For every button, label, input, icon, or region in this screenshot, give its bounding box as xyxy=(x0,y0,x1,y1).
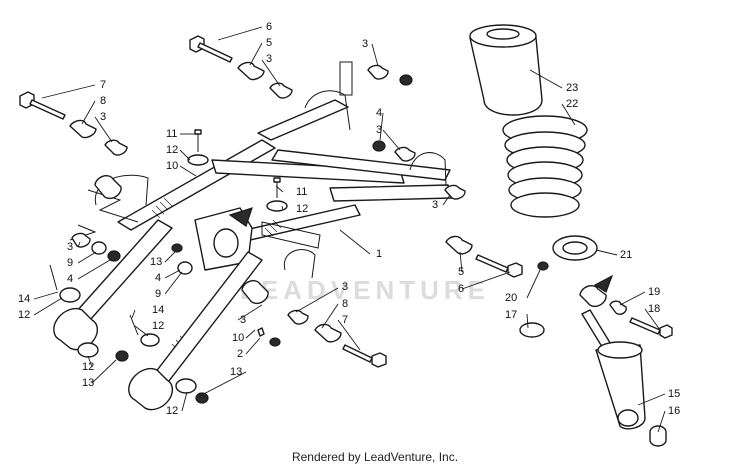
callout-11: 11 xyxy=(166,128,177,140)
callout-7: 7 xyxy=(100,79,106,91)
left-hardware-stack xyxy=(49,232,209,404)
callout-10: 10 xyxy=(166,160,178,172)
rear-bolt-assembly-left xyxy=(19,91,128,156)
callout-6: 6 xyxy=(266,21,272,33)
shock-bushing xyxy=(649,425,667,447)
callout-18: 18 xyxy=(648,303,660,315)
callout-3: 3 xyxy=(362,38,368,50)
upper-bolt-assembly-left xyxy=(189,35,293,99)
callout-12: 12 xyxy=(296,203,308,215)
callout-11: 11 xyxy=(296,186,307,198)
callout-14: 14 xyxy=(152,304,164,316)
callout-3: 3 xyxy=(67,241,73,253)
callout-5: 5 xyxy=(458,266,464,278)
callout-4: 4 xyxy=(67,273,73,285)
callout-13: 13 xyxy=(230,366,242,378)
callout-3: 3 xyxy=(342,281,348,293)
callout-5: 5 xyxy=(266,37,272,49)
leader-lines xyxy=(33,26,666,433)
callout-21: 21 xyxy=(620,249,632,261)
callout-9: 9 xyxy=(155,288,161,300)
callout-1: 1 xyxy=(376,248,382,260)
front-bolt-assembly xyxy=(444,184,523,278)
callout-12: 12 xyxy=(18,309,30,321)
callout-9: 9 xyxy=(67,257,73,269)
render-credit-footer: Rendered by LeadVenture, Inc. xyxy=(291,450,459,464)
upper-spacer-set-right xyxy=(367,64,416,162)
callout-labels: 6 5 3 3 4 3 7 8 3 11 12 10 11 12 3 1 3 9… xyxy=(18,21,680,417)
callout-19: 19 xyxy=(648,286,660,298)
callout-4: 4 xyxy=(376,107,382,119)
center-bolts xyxy=(187,129,288,347)
callout-3: 3 xyxy=(376,124,382,136)
callout-12: 12 xyxy=(152,320,164,332)
callout-4: 4 xyxy=(155,272,161,284)
callout-3: 3 xyxy=(266,53,272,65)
rear-bolt-assembly-right xyxy=(287,309,387,368)
watermark-text: LEADVENTURE xyxy=(239,275,490,305)
callout-17: 17 xyxy=(505,309,517,321)
callout-10: 10 xyxy=(232,332,244,344)
callout-2: 2 xyxy=(237,348,243,360)
callout-3: 3 xyxy=(432,199,438,211)
callout-8: 8 xyxy=(100,95,106,107)
callout-7: 7 xyxy=(342,314,348,326)
callout-8: 8 xyxy=(342,298,348,310)
callout-23: 23 xyxy=(566,82,578,94)
spring-seat-ring xyxy=(552,235,598,261)
callout-12: 12 xyxy=(82,361,94,373)
callout-12: 12 xyxy=(166,144,178,156)
callout-3: 3 xyxy=(240,314,246,326)
spring-boot-cover xyxy=(469,24,543,116)
callout-13: 13 xyxy=(82,377,94,389)
callout-13: 13 xyxy=(150,256,162,268)
callout-15: 15 xyxy=(668,388,680,400)
callout-12: 12 xyxy=(166,405,178,417)
callout-14: 14 xyxy=(18,293,30,305)
callout-22: 22 xyxy=(566,98,578,110)
coil-spring xyxy=(502,115,588,218)
shock-bolt xyxy=(609,300,673,339)
callout-3: 3 xyxy=(100,111,106,123)
shock-absorber xyxy=(519,261,646,430)
callout-16: 16 xyxy=(668,405,680,417)
suspension-frame xyxy=(69,61,453,353)
right-swing-arm xyxy=(128,221,321,411)
callout-20: 20 xyxy=(505,292,517,304)
callout-6: 6 xyxy=(458,283,464,295)
